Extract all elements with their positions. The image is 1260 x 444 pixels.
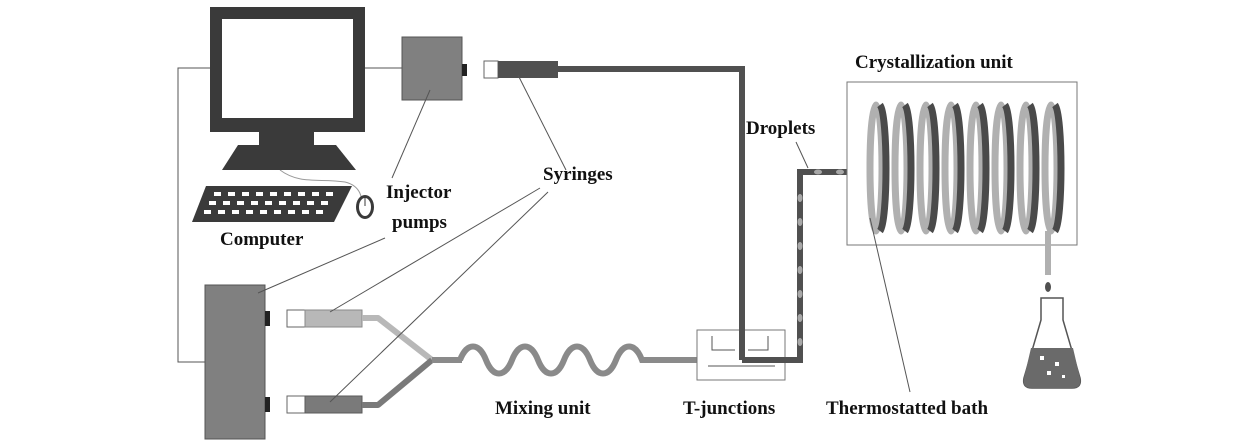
t-junctions-label: T-junctions (683, 398, 775, 419)
y-merger (362, 315, 462, 408)
syringe-top (483, 60, 558, 79)
computer-keyboard (192, 186, 352, 222)
computer-label: Computer (220, 229, 304, 250)
leader-lines (257, 74, 911, 403)
droplet-tubing (742, 169, 860, 363)
injector-pumps-label-line1: Injector (386, 182, 452, 203)
collection-flask (1022, 297, 1082, 389)
crystallization-unit-label: Crystallization unit (855, 52, 1013, 73)
injector-pumps-label-line2: pumps (392, 212, 447, 233)
mixing-unit-tube (457, 343, 705, 377)
injector-pump-bottom (204, 284, 270, 440)
syringes-label: Syringes (543, 164, 613, 185)
computer-monitor (210, 7, 365, 170)
syringe-upper-left (286, 309, 363, 328)
thermostatted-bath-label: Thermostatted bath (826, 398, 988, 419)
main-tubing-top (558, 66, 745, 360)
mixing-unit-label: Mixing unit (495, 398, 591, 419)
syringe-lower-left (286, 395, 363, 414)
crystallization-unit (846, 81, 1078, 246)
droplets-label: Droplets (746, 118, 815, 139)
injector-pump-top (401, 36, 467, 101)
outlet-tube (1045, 231, 1051, 292)
computer-mouse (356, 195, 374, 219)
